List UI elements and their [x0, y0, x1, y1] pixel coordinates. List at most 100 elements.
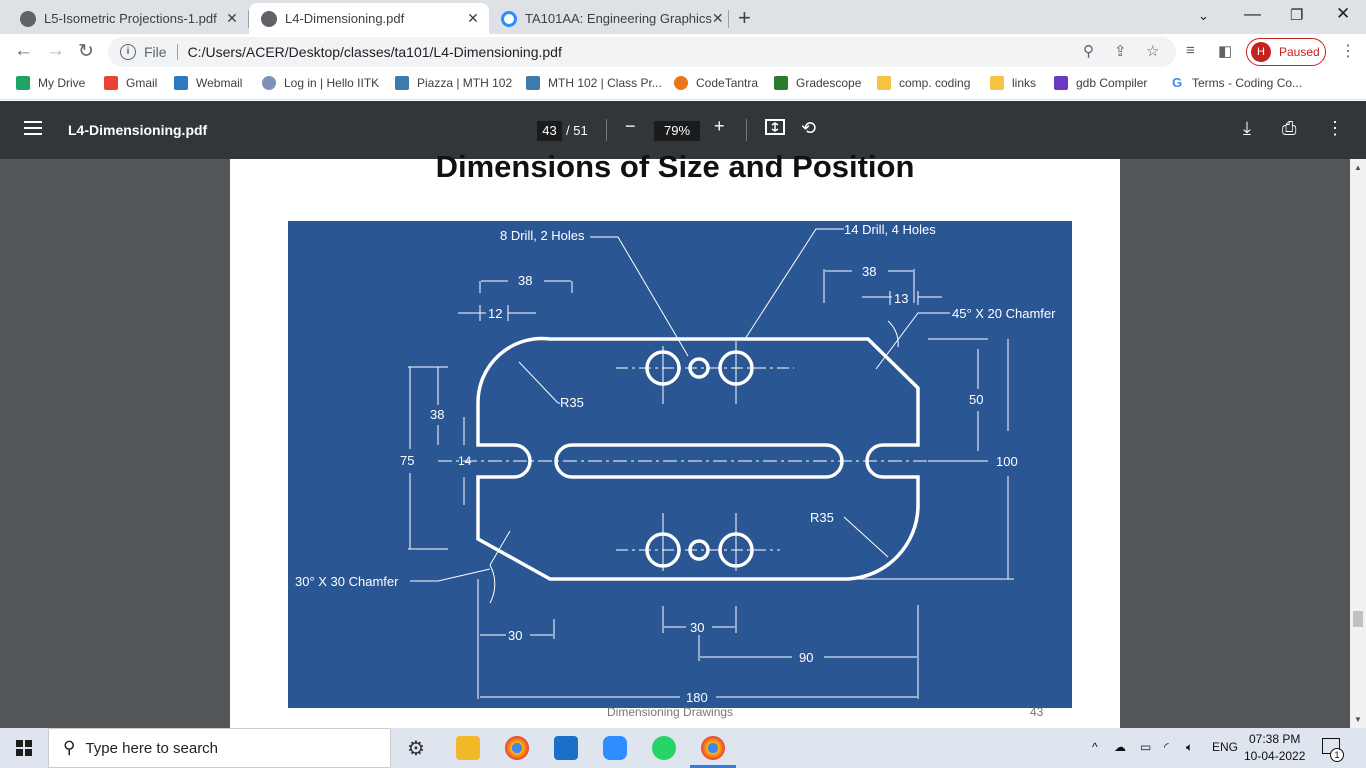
rotate-icon[interactable]: ⟲ — [801, 118, 817, 138]
bookmark-label: My Drive — [38, 76, 86, 90]
fit-page-icon[interactable] — [765, 118, 785, 141]
piazza-icon — [526, 76, 540, 90]
wifi-icon[interactable]: ◜ — [1164, 740, 1169, 754]
settings-icon[interactable]: ⚙ — [407, 738, 425, 760]
close-window-button[interactable]: ✕ — [1336, 4, 1351, 23]
dim-180: 180 — [686, 690, 708, 705]
language-indicator[interactable]: ENG — [1212, 740, 1239, 754]
bookmark-codetantra[interactable]: CodeTantra — [674, 76, 758, 90]
bookmark-my-drive[interactable]: My Drive — [16, 76, 85, 90]
label-8-drill: 8 Drill, 2 Holes — [500, 228, 585, 243]
tab-divider — [248, 10, 249, 28]
minimize-button[interactable]: — — [1244, 4, 1261, 23]
tab-engineering-graphics[interactable]: TA101AA: Engineering Graphics ✕ — [489, 3, 729, 34]
globe-icon — [261, 10, 277, 27]
chrome-profile-icon[interactable] — [701, 736, 725, 760]
info-icon[interactable]: i — [120, 44, 136, 60]
bookmark-hello-iitk[interactable]: Log in | Hello IITK — [262, 76, 379, 90]
address-bar[interactable]: i File C:/Users/ACER/Desktop/classes/ta1… — [108, 37, 1176, 67]
print-icon[interactable]: ⎙ — [1282, 118, 1297, 138]
bookmark-gradescope[interactable]: Gradescope — [774, 76, 861, 90]
reading-list-icon[interactable]: ≡ — [1186, 42, 1195, 59]
volume-icon[interactable]: 🔈︎ — [1186, 740, 1194, 754]
folder-icon — [990, 76, 1004, 90]
forward-button[interactable]: → — [46, 40, 65, 61]
scroll-down-icon[interactable]: ▼ — [1354, 715, 1362, 724]
bookmark-label: Terms - Coding Co... — [1192, 76, 1303, 90]
windows-start-icon[interactable] — [16, 740, 32, 756]
zoom-app-icon[interactable] — [603, 736, 627, 760]
whatsapp-icon[interactable] — [652, 736, 676, 760]
vertical-scrollbar[interactable]: ▲ ▼ — [1350, 159, 1366, 728]
avatar: H — [1251, 42, 1271, 62]
google-drive-icon — [16, 76, 30, 90]
zoom-in-icon[interactable]: + — [714, 116, 725, 136]
new-tab-button[interactable]: + — [738, 5, 751, 30]
onedrive-icon[interactable]: ☁ — [1114, 740, 1126, 754]
profile-button[interactable]: H Paused — [1246, 38, 1326, 66]
share-icon[interactable]: ⇪ — [1114, 43, 1127, 60]
search-placeholder: Type here to search — [85, 739, 219, 757]
battery-icon[interactable]: ▭ — [1140, 740, 1152, 754]
bookmark-label: Webmail — [196, 76, 243, 90]
chrome-icon[interactable] — [505, 736, 529, 760]
url-divider — [176, 44, 178, 60]
page-number-input[interactable]: 43 — [537, 121, 562, 141]
dim-30-bottom-left: 30 — [508, 628, 523, 643]
url-text[interactable]: C:/Users/ACER/Desktop/classes/ta101/L4-D… — [187, 44, 562, 60]
bookmark-label: comp. coding — [899, 76, 971, 90]
side-panel-icon[interactable]: ◧ — [1218, 43, 1233, 60]
dim-90: 90 — [799, 650, 814, 665]
taskbar-clock[interactable]: 07:38 PM 10-04-2022 — [1244, 731, 1305, 765]
sidebar-menu-icon[interactable] — [24, 121, 42, 135]
toolbar-divider — [606, 119, 607, 141]
zoom-out-icon[interactable]: − — [625, 116, 636, 136]
more-menu-icon[interactable]: ⋮ — [1340, 43, 1356, 60]
dim-75: 75 — [400, 453, 415, 468]
notification-count: 1 — [1330, 748, 1344, 762]
file-explorer-icon[interactable] — [456, 736, 480, 760]
bookmark-comp-coding[interactable]: comp. coding — [877, 76, 970, 90]
pdf-canvas[interactable]: Dimensions of Size and Position — [0, 149, 1350, 728]
dim-r35-right: R35 — [810, 510, 834, 525]
bookmark-star-icon[interactable]: ☆ — [1146, 43, 1160, 60]
close-icon[interactable]: ✕ — [226, 10, 238, 26]
bookmark-gdb-compiler[interactable]: gdb Compiler — [1054, 76, 1147, 90]
mail-icon[interactable] — [554, 736, 578, 760]
dim-38-left: 38 — [430, 407, 445, 422]
download-icon[interactable]: ⤓ — [1243, 118, 1251, 138]
more-options-icon[interactable]: ⋮ — [1326, 118, 1344, 138]
gmail-icon — [104, 76, 118, 90]
bookmark-links[interactable]: links — [990, 76, 1036, 90]
dim-30-bottom: 30 — [690, 620, 705, 635]
bookmark-label: Log in | Hello IITK — [284, 76, 380, 90]
zoom-input[interactable]: 79% — [654, 121, 700, 141]
zoom-page-icon[interactable]: ⚲ — [1083, 43, 1094, 60]
close-icon[interactable]: ✕ — [467, 10, 479, 26]
label-45-chamfer: 45° X 20 Chamfer — [952, 306, 1056, 321]
bookmark-piazza-mth102[interactable]: Piazza | MTH 102 — [395, 76, 512, 90]
toolbar-divider — [746, 119, 747, 141]
taskbar-search[interactable]: ⚲ Type here to search — [48, 728, 391, 768]
tab-search-icon[interactable]: ⌄ — [1198, 8, 1209, 23]
browser-toolbar: ← → ↻ i File C:/Users/ACER/Desktop/class… — [0, 34, 1366, 70]
restore-button[interactable]: ❐ — [1290, 7, 1304, 24]
scroll-up-icon[interactable]: ▲ — [1354, 163, 1362, 172]
close-icon[interactable]: ✕ — [711, 10, 724, 26]
dim-r35-left: R35 — [560, 395, 584, 410]
bookmark-label: Gradescope — [796, 76, 862, 90]
bookmark-mth102-class[interactable]: MTH 102 | Class Pr... — [526, 76, 662, 90]
bookmark-webmail[interactable]: Webmail — [174, 76, 242, 90]
pdf-page: Dimensions of Size and Position — [230, 149, 1120, 728]
show-hidden-icons[interactable]: ^ — [1092, 740, 1098, 754]
tab-l5-isometric[interactable]: L5-Isometric Projections-1.pdf ✕ — [8, 3, 248, 34]
dim-38-top-left: 38 — [518, 273, 533, 288]
reload-button[interactable]: ↻ — [78, 41, 94, 62]
part-outline — [476, 336, 920, 581]
tab-l4-dimensioning[interactable]: L4-Dimensioning.pdf ✕ — [249, 3, 489, 34]
scrollbar-thumb[interactable] — [1353, 611, 1363, 627]
bookmark-gmail[interactable]: Gmail — [104, 76, 157, 90]
tab-title: L5-Isometric Projections-1.pdf — [44, 11, 217, 26]
back-button[interactable]: ← — [14, 40, 33, 61]
